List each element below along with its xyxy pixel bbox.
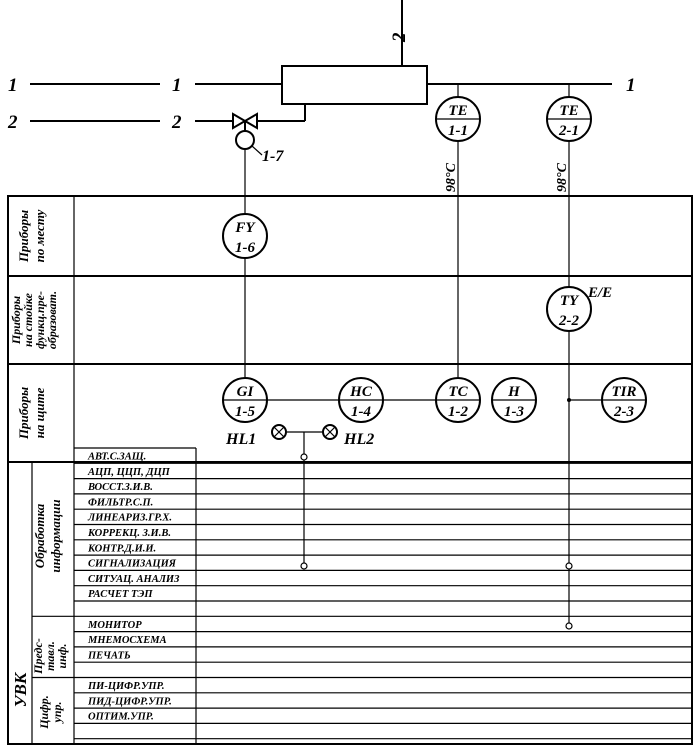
converter-tag: E/E	[587, 285, 612, 301]
temp-label-left: 98°C	[444, 162, 459, 192]
connection-dot-protection	[300, 453, 308, 461]
instrument-gi15-number: 1-5	[235, 404, 255, 420]
instrument-te11: TE 1-1	[435, 96, 481, 142]
instrument-h13-number: 1-3	[504, 404, 524, 420]
instrument-gi15-letters: GI	[237, 384, 255, 400]
instrument-ty22-letters: TY	[560, 293, 580, 309]
uvk-row-label: МОНИТОР	[87, 620, 142, 631]
lamp-hl1-label: HL1	[225, 431, 256, 448]
uvk-row-label: ВОССТ.З.И.В.	[87, 482, 153, 493]
line-2-top-label: 2	[389, 32, 410, 43]
instrument-te21: TE 2-1	[546, 96, 592, 142]
uvk-row-label: ЛИНЕАРИЗ.ГР.Х.	[87, 513, 172, 524]
valve-actuator	[235, 130, 255, 150]
uvk-label: УВК	[11, 671, 30, 707]
line-1-mid-label: 1	[172, 75, 182, 96]
lamps: HL1 HL2	[225, 424, 374, 448]
instrument-ty22-number: 2-2	[558, 313, 579, 329]
signal-lines	[244, 84, 602, 626]
instrument-h13-letters: H	[507, 384, 521, 400]
uvk-row-label: СИГНАЛИЗАЦИЯ	[88, 559, 177, 570]
uvk-row-label: ОПТИМ.УПР.	[88, 712, 154, 723]
section-local-label: Приборыпо месту	[16, 209, 47, 263]
line-1-left-label: 1	[8, 75, 18, 96]
line-2-left-label: 2	[7, 112, 18, 133]
instrument-hc14-number: 1-4	[351, 404, 371, 420]
group-processing-label: Обработкаинформации	[32, 499, 63, 572]
valve-tag: 1-7	[262, 148, 284, 165]
lamp-hl1-icon	[271, 424, 287, 440]
instrument-fy16-letters: FY	[234, 220, 256, 236]
section-labels: Приборыпо месту Приборына стойкефункц.пр…	[9, 209, 69, 729]
uvk-row-label: КОНТР.Д.И.И.	[87, 543, 156, 554]
heat-exchanger	[281, 65, 428, 105]
group-control-label: Цифр.упр.	[37, 695, 64, 730]
connection-dot-monitor	[565, 622, 573, 630]
instrument-gi15: GI 1-5	[222, 377, 268, 423]
line-1-right-label: 1	[626, 75, 636, 96]
connection-dot-signaling-right	[565, 562, 573, 570]
instrument-fy16: FY 1-6	[222, 213, 268, 259]
instrument-te21-letters: TE	[559, 103, 578, 119]
instrument-tc12-letters: TC	[448, 384, 468, 400]
instrument-ty22: TY 2-2	[546, 286, 592, 332]
instrument-fy16-number: 1-6	[235, 240, 255, 256]
table-frame	[7, 195, 693, 745]
connection-dot-signaling-left	[300, 562, 308, 570]
lamp-hl2-label: HL2	[343, 431, 374, 448]
instrument-tc12-number: 1-2	[448, 404, 468, 420]
section-rack-label: Приборына стойкефункц.пре-образоват.	[9, 291, 59, 349]
uvk-row-label: МНЕМОСХЕМА	[87, 635, 167, 646]
uvk-row-label: РАСЧЕТ ТЭП	[88, 589, 153, 600]
instrument-tir23: TIR 2-3	[601, 377, 647, 423]
uvk-row-label: ПИД-ЦИФР.УПР.	[87, 696, 172, 707]
group-presentation-label: Предс-тавл.инф.	[31, 638, 69, 675]
instrument-h13: H 1-3	[491, 377, 537, 423]
instrument-te11-letters: TE	[448, 103, 467, 119]
temp-label-right: 98°C	[555, 162, 570, 192]
instrument-tir23-number: 2-3	[613, 404, 634, 420]
uvk-row-label: ФИЛЬТР.С.П.	[88, 497, 153, 508]
instrument-hc14-letters: HC	[349, 384, 373, 400]
valve-body	[232, 112, 258, 130]
uvk-rows: АВТ.С.ЗАЩ. АЦП, ЦЦП, ДЦП ВОССТ.З.И.В. ФИЛЬТ…	[32, 447, 692, 744]
instrument-tc12: TC 1-2	[435, 377, 481, 423]
lamp-hl2-icon	[322, 424, 338, 440]
instrument-te21-number: 2-1	[558, 123, 579, 139]
uvk-row-label: ПЕЧАТЬ	[87, 650, 131, 661]
process-line-labels: 1 1 1 2 2 2	[7, 32, 636, 133]
instrument-hc14: HC 1-4	[338, 377, 384, 423]
valve-tag-leader	[251, 145, 263, 156]
section-panel-label: Приборына щите	[16, 387, 47, 440]
uvk-row-label: ПИ-ЦИФР.УПР.	[87, 681, 165, 692]
uvk-row-label: КОРРЕКЦ. З.И.В.	[87, 528, 171, 539]
uvk-row-label: СИТУАЦ. АНАЛИЗ	[88, 574, 180, 585]
uvk-row-label: АЦП, ЦЦП, ДЦП	[87, 467, 171, 478]
instrument-tir23-letters: TIR	[611, 384, 636, 400]
process-lines	[30, 0, 612, 122]
junction-dot	[567, 398, 571, 402]
line-2-mid-label: 2	[171, 112, 182, 133]
uvk-row-label: АВТ.С.ЗАЩ.	[87, 452, 146, 463]
instrument-te11-number: 1-1	[448, 123, 468, 139]
uvk-connections	[300, 453, 573, 630]
